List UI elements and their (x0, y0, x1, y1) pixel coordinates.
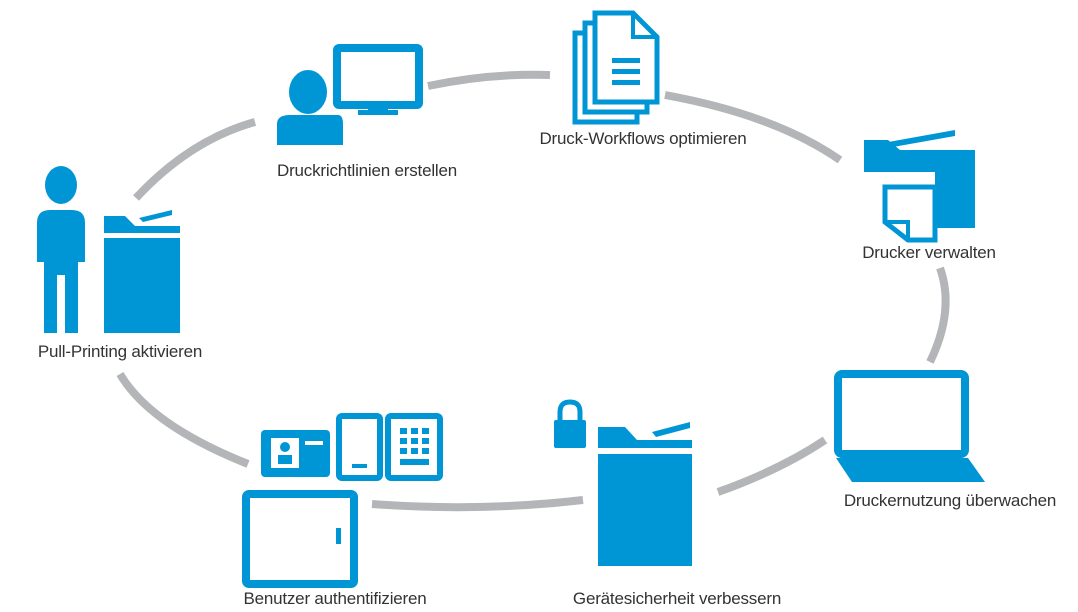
step-label-policies: Druckrichtlinien erstellen (277, 161, 457, 180)
laptop-icon (834, 370, 985, 482)
printer-with-page-icon (864, 130, 975, 243)
person-at-printer-icon (37, 166, 180, 333)
step-label-workflows: Druck-Workflows optimieren (539, 129, 747, 148)
connector-workflows-to-manage (664, 91, 843, 164)
id-card-icon (261, 430, 330, 477)
connector-policies-to-workflows (427, 70, 551, 90)
smartphone-icon (336, 413, 383, 481)
connector-monitor-to-security (716, 436, 828, 496)
control-panel-icon (242, 490, 358, 588)
step-label-security: Gerätesicherheit verbessern (572, 589, 782, 608)
auth-methods-icon (242, 413, 443, 588)
locked-printer-icon (554, 399, 692, 566)
stacked-documents-icon (572, 10, 660, 125)
step-label-auth: Benutzer authentifizieren (243, 589, 427, 608)
user-with-monitor-icon (277, 44, 423, 145)
step-label-pull-printing: Pull-Printing aktivieren (37, 342, 203, 361)
connector-arcs (116, 70, 950, 512)
connector-security-to-auth (371, 496, 584, 512)
connector-pull-to-policies (133, 118, 257, 201)
keypad-icon (385, 413, 443, 481)
step-label-monitor: Druckernutzung überwachen (843, 491, 1057, 510)
connector-manage-to-monitor (926, 266, 950, 364)
step-label-manage: Drucker verwalten (862, 243, 996, 262)
connector-auth-to-pull (116, 371, 250, 468)
